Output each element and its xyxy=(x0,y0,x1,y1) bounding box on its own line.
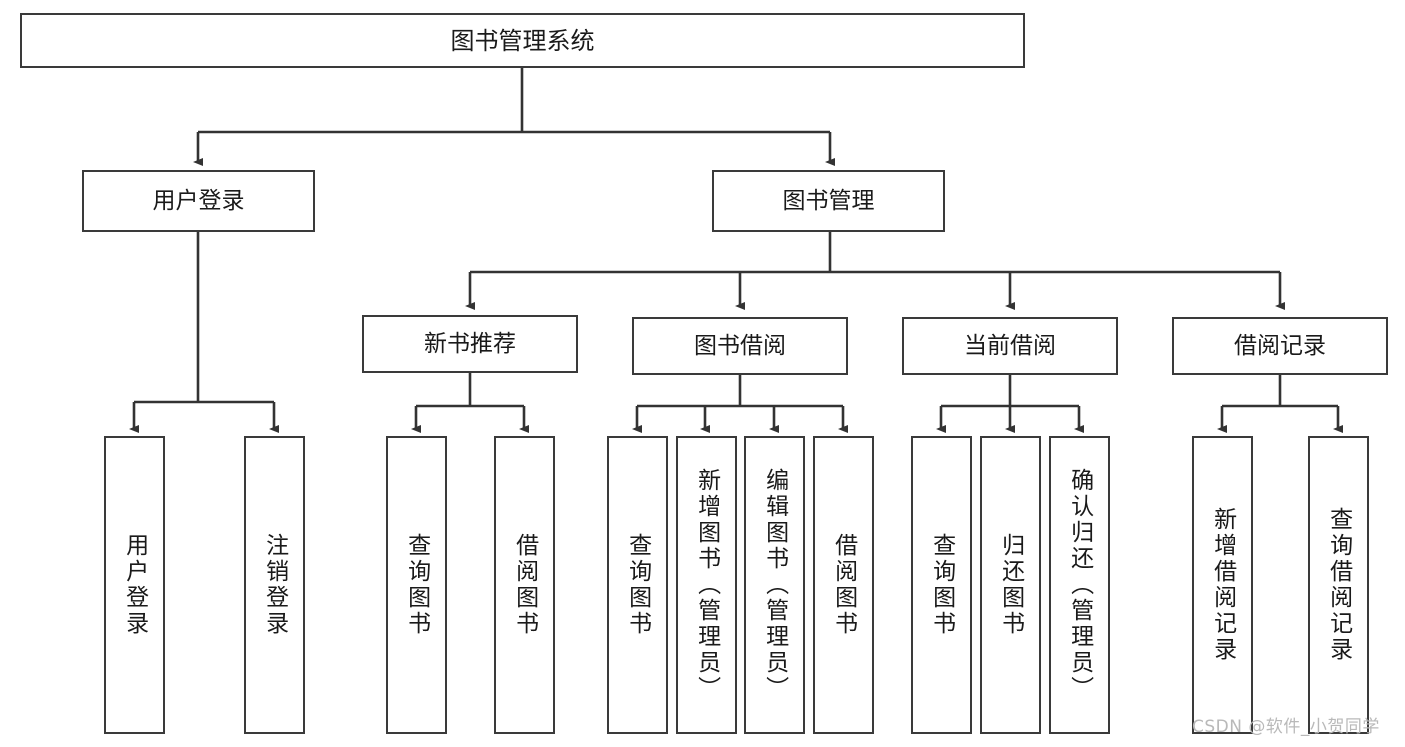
node-book-manage[interactable]: 图书管理 xyxy=(712,170,945,232)
node-leaf-return-book-label: 归还图书 xyxy=(997,533,1024,637)
node-leaf-add-borrow-record[interactable]: 新增借阅记录 xyxy=(1192,436,1253,734)
node-user-login[interactable]: 用户登录 xyxy=(82,170,315,232)
node-leaf-borrow-book-2-label: 借阅图书 xyxy=(830,533,857,637)
node-new-book-recommend-label: 新书推荐 xyxy=(424,330,516,357)
node-user-login-label: 用户登录 xyxy=(152,187,245,214)
node-root[interactable]: 图书管理系统 xyxy=(20,13,1025,68)
node-leaf-query-book-1[interactable]: 查询图书 xyxy=(386,436,447,734)
node-borrow-record-label: 借阅记录 xyxy=(1234,332,1326,359)
node-leaf-borrow-book-1[interactable]: 借阅图书 xyxy=(494,436,555,734)
node-leaf-query-book-2-label: 查询图书 xyxy=(624,533,651,637)
node-leaf-user-logout-label: 注销登录 xyxy=(261,533,288,637)
node-book-borrow[interactable]: 图书借阅 xyxy=(632,317,848,375)
node-current-borrow[interactable]: 当前借阅 xyxy=(902,317,1118,375)
node-leaf-user-logout[interactable]: 注销登录 xyxy=(244,436,305,734)
node-leaf-add-borrow-record-label: 新增借阅记录 xyxy=(1209,507,1236,663)
node-leaf-borrow-book-2[interactable]: 借阅图书 xyxy=(813,436,874,734)
watermark: CSDN @软件_小贺同学 xyxy=(1192,717,1380,737)
node-leaf-query-borrow-record-label: 查询借阅记录 xyxy=(1325,507,1352,663)
node-borrow-record[interactable]: 借阅记录 xyxy=(1172,317,1388,375)
node-leaf-query-book-1-label: 查询图书 xyxy=(403,533,430,637)
node-root-label: 图书管理系统 xyxy=(450,26,595,55)
node-book-borrow-label: 图书借阅 xyxy=(694,332,786,359)
node-leaf-confirm-return[interactable]: 确认归还（管理员） xyxy=(1049,436,1110,734)
node-leaf-user-login-label: 用户登录 xyxy=(121,533,148,637)
node-leaf-query-book-3[interactable]: 查询图书 xyxy=(911,436,972,734)
node-leaf-confirm-return-label: 确认归还（管理员） xyxy=(1066,468,1093,702)
node-book-manage-label: 图书管理 xyxy=(782,187,875,214)
node-leaf-query-book-3-label: 查询图书 xyxy=(928,533,955,637)
node-leaf-add-book[interactable]: 新增图书（管理员） xyxy=(676,436,737,734)
node-leaf-query-book-2[interactable]: 查询图书 xyxy=(607,436,668,734)
node-leaf-user-login[interactable]: 用户登录 xyxy=(104,436,165,734)
node-new-book-recommend[interactable]: 新书推荐 xyxy=(362,315,578,373)
node-leaf-edit-book[interactable]: 编辑图书（管理员） xyxy=(744,436,805,734)
node-leaf-borrow-book-1-label: 借阅图书 xyxy=(511,533,538,637)
node-leaf-return-book[interactable]: 归还图书 xyxy=(980,436,1041,734)
node-current-borrow-label: 当前借阅 xyxy=(964,332,1056,359)
node-leaf-query-borrow-record[interactable]: 查询借阅记录 xyxy=(1308,436,1369,734)
node-leaf-edit-book-label: 编辑图书（管理员） xyxy=(761,468,788,702)
node-leaf-add-book-label: 新增图书（管理员） xyxy=(693,468,720,702)
